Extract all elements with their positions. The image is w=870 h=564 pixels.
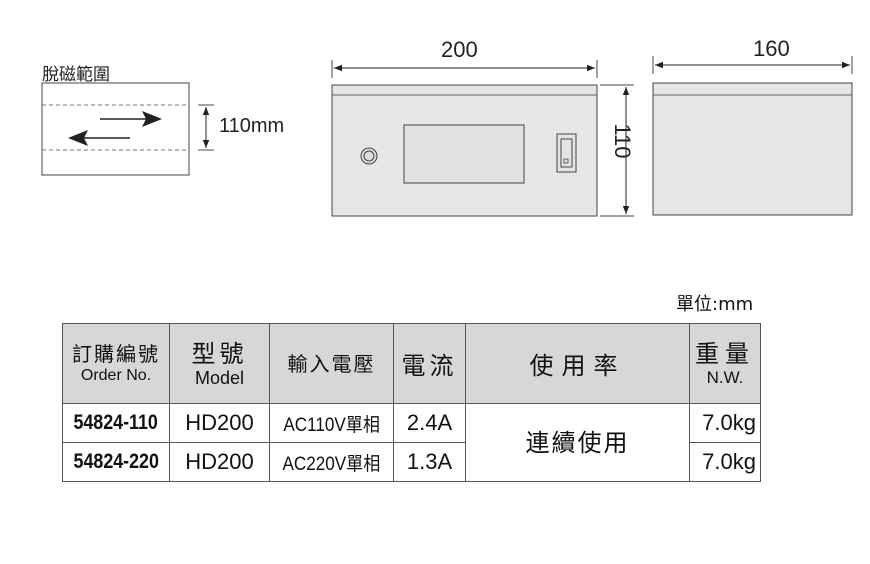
field-height-label: 110mm xyxy=(219,115,285,137)
table-row: 54824-110 HD200 AC110V單相 2.4A 連續使用 7.0kg xyxy=(62,403,761,482)
table-header-row: 訂購編號 Order No. 型號 Model 輸入電壓 電流 使用率 重量 N… xyxy=(62,323,761,404)
table-row: 54824-220 HD200 AC220V單相 1.3A 7.0kg xyxy=(62,442,761,482)
height-label: 110 xyxy=(610,123,635,159)
model-cell: HD200 xyxy=(169,403,270,443)
side-depth-label: 160 xyxy=(753,36,790,61)
arrow-right-icon xyxy=(100,111,162,127)
arrow-left-icon xyxy=(68,130,130,146)
model-cell: HD200 xyxy=(169,442,270,482)
field-diagram xyxy=(41,82,214,176)
knob-icon xyxy=(360,147,378,165)
input-cell: AC110V單相 xyxy=(269,403,394,443)
input-cell: AC220V單相 xyxy=(269,442,394,482)
current-cell: 1.3A xyxy=(393,442,466,482)
product-diagram xyxy=(41,56,853,217)
weight-cell: 7.0kg xyxy=(689,442,761,482)
front-view xyxy=(331,60,634,217)
front-width-label: 200 xyxy=(441,37,478,62)
power-switch-icon xyxy=(556,133,577,173)
header-weight: 重量 N.W. xyxy=(689,323,761,404)
display-window xyxy=(403,124,525,184)
header-input: 輸入電壓 xyxy=(269,323,394,404)
header-current: 電流 xyxy=(393,323,466,404)
usage-cell: 連續使用 xyxy=(465,403,690,482)
order-cell: 54824-220 xyxy=(62,442,170,482)
field-label: 脫磁範圍 xyxy=(42,65,110,85)
order-cell: 54824-110 xyxy=(62,403,170,443)
unit-note: 單位:mm xyxy=(676,294,754,315)
header-usage: 使用率 xyxy=(465,323,690,404)
header-model: 型號 Model xyxy=(169,323,270,404)
weight-cell: 7.0kg xyxy=(689,403,761,443)
current-cell: 2.4A xyxy=(393,403,466,443)
header-order: 訂購編號 Order No. xyxy=(62,323,170,404)
side-view xyxy=(652,56,853,216)
spec-table: 訂購編號 Order No. 型號 Model 輸入電壓 電流 使用率 重量 N… xyxy=(62,323,761,482)
